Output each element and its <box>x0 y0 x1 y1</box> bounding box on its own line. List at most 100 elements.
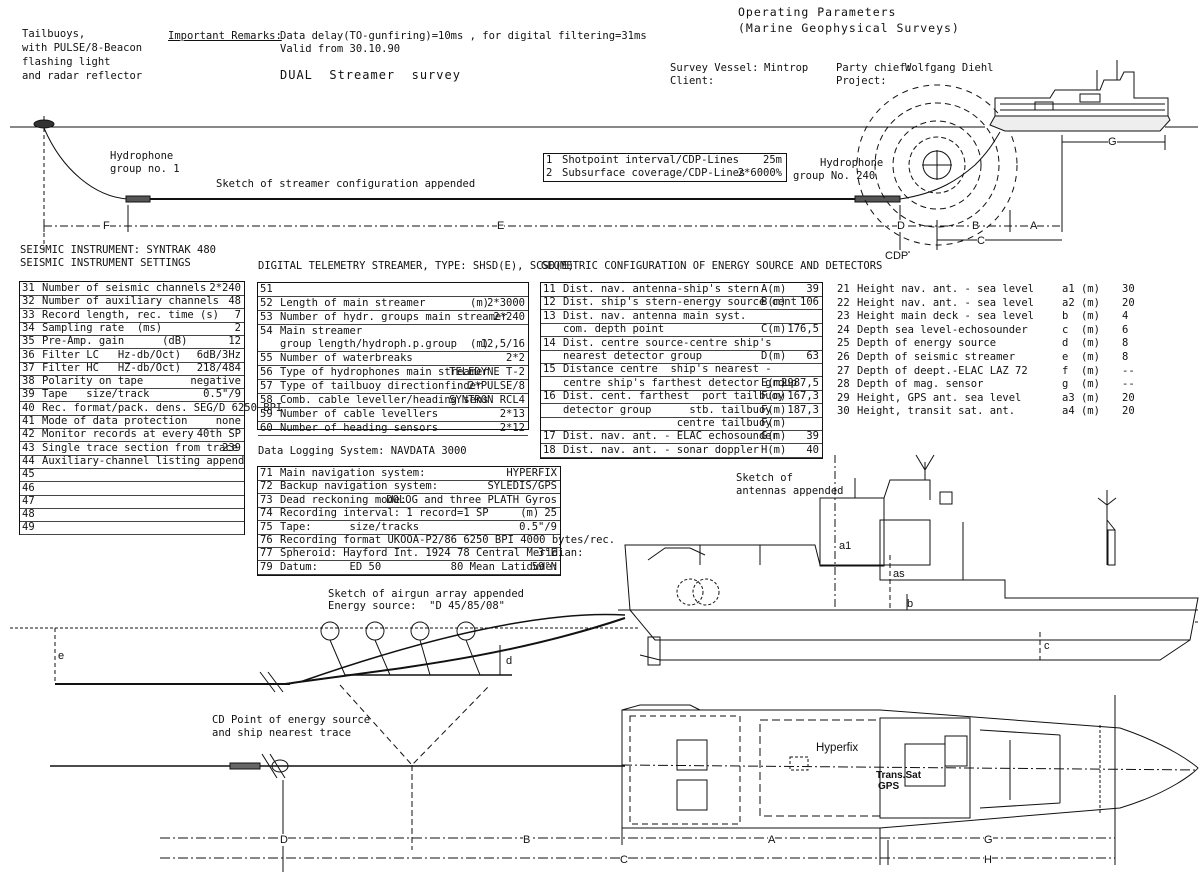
row-value: 25 <box>544 507 557 520</box>
geometry-title: GEOMETRIC CONFIGURATION OF ENERGY SOURCE… <box>541 260 883 272</box>
row-number: 11 <box>543 283 556 295</box>
tailbuoy-note-3: flashing light <box>22 56 111 68</box>
shotpoint-table: 1 Shotpoint interval/CDP-Lines 25m 2 Sub… <box>543 153 787 182</box>
airgun-array <box>284 613 626 685</box>
row-value: 4 <box>1122 310 1129 323</box>
row-label: Number of waterbreaks <box>280 352 413 364</box>
party-chief-label: Party chief: <box>836 62 912 74</box>
row-label: Tape size/track <box>42 388 150 401</box>
dimension-lines-lower <box>160 780 1116 872</box>
row-number: 72 <box>260 480 273 493</box>
row-number: 23 <box>837 310 850 323</box>
row-number: 45 <box>22 468 35 481</box>
energy-source-label: Energy source: "D 45/85/08" <box>328 600 506 612</box>
row-number: 58 <box>260 394 273 406</box>
row-label: Depth sea level-echosounder <box>857 323 1028 336</box>
row-number: 52 <box>260 297 273 309</box>
row-number: 25 <box>837 337 850 350</box>
sheet-subtitle: (Marine Geophysical Surveys) <box>738 21 960 35</box>
row-label: centre tailbuoy <box>563 417 772 429</box>
row-label: Height, transit sat. ant. <box>857 405 1016 418</box>
row-unit: F(m) <box>761 417 787 429</box>
row-label: Depth of mag. sensor <box>857 378 984 391</box>
row-label: com. depth point <box>563 323 665 336</box>
row-number: 28 <box>837 378 850 391</box>
row-label: Pre-Amp. gain (dB) <box>42 335 188 348</box>
row-value: 39 <box>806 283 819 295</box>
row-number: 22 <box>837 296 850 309</box>
tailbuoy-note-1: Tailbuoys, <box>22 28 86 40</box>
row-label: Single trace section from trace <box>42 441 238 454</box>
ship-top-view <box>621 695 1199 850</box>
row-value: SYNTRON RCL4 <box>449 394 525 406</box>
sheet-title: Operating Parameters <box>738 5 897 19</box>
row-value: 176,5 <box>787 323 819 336</box>
row-label: Number of seismic channels <box>42 282 207 294</box>
row-number: 74 <box>260 507 273 520</box>
row-label: Recording interval: 1 record=1 SP (m) <box>280 507 540 520</box>
cd-point-note-1: CD Point of energy source <box>212 714 371 726</box>
row-value: 40th SP <box>196 428 241 441</box>
row-value: 218/484 <box>196 361 241 374</box>
row-value: 3°E <box>538 547 557 560</box>
row-label: Height, GPS ant. sea level <box>857 391 1022 404</box>
row-value: 2*13 <box>499 408 525 420</box>
row-value: 8 <box>1122 337 1129 350</box>
row-unit: D(m) <box>761 350 787 362</box>
row-number: 56 <box>260 366 273 378</box>
row-value: SYLEDIS/GPS <box>487 480 557 493</box>
row-code: e (m) <box>1062 351 1100 363</box>
project-label: Project: <box>836 75 887 87</box>
row-code: a4 (m) <box>1062 405 1100 418</box>
row-label: Depth of deept.-ELAC LAZ 72 <box>857 364 1028 377</box>
row-number: 49 <box>22 521 35 534</box>
tailbuoy-tow-line <box>43 127 129 200</box>
row-number: 36 <box>22 348 35 361</box>
row-label: Monitor records at every <box>42 428 194 441</box>
row-number: 31 <box>22 282 35 294</box>
energy-source-rings <box>856 84 1018 246</box>
cdp-triangle <box>339 684 491 766</box>
row-value: 2*12 <box>499 422 525 434</box>
row-label: Dist. nav. antenna main syst. <box>563 309 747 322</box>
hyperfix-label: Hyperfix <box>816 742 859 754</box>
row-value: -- <box>1122 378 1135 391</box>
row-value: none <box>215 415 241 427</box>
row-number: 15 <box>543 363 556 376</box>
gps-label: GPS <box>878 781 900 792</box>
row-label: Polarity on tape <box>42 375 144 388</box>
row-value: 6 <box>1122 323 1129 336</box>
shotpoint-row-2: 2 Subsurface coverage/CDP-Lines 2*6000% <box>546 167 782 179</box>
row-number: 73 <box>260 493 273 506</box>
seismic-row: 46 <box>20 482 244 496</box>
remarks-line-2: Valid from 30.10.90 <box>280 43 401 55</box>
side-label-d: d <box>506 655 513 667</box>
row-code: f (m) <box>1062 364 1100 377</box>
row-code: d (m) <box>1062 337 1100 350</box>
row-number: 79 <box>260 560 273 573</box>
row-value: 39 <box>806 430 819 443</box>
row-number: 27 <box>837 364 850 377</box>
row-value: 40 <box>806 443 819 456</box>
lower-dim-c: C <box>620 854 628 866</box>
row-label: Rec. format/pack. dens. SEG/D 6250 BPI <box>42 401 283 414</box>
row-label: Dist. nav. ant. - sonar doppler <box>563 443 759 456</box>
row-label: Height nav. ant. - sea level <box>857 296 1035 309</box>
ship-side-view <box>618 454 1199 666</box>
